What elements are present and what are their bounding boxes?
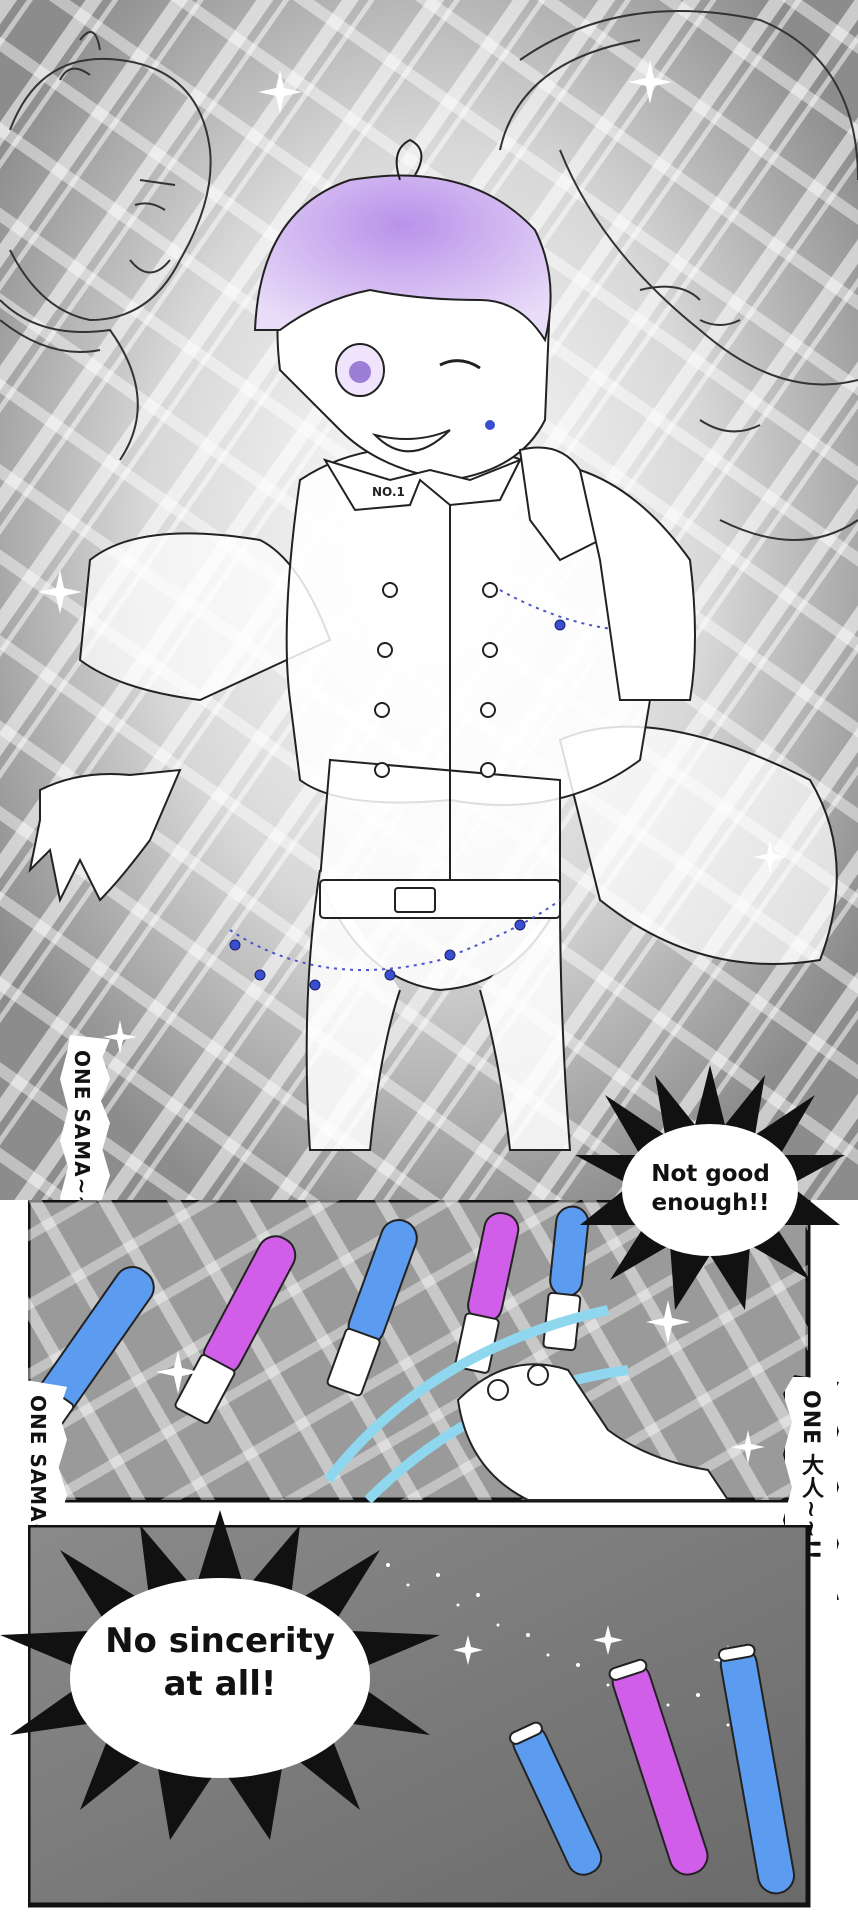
glowsticks-bottom — [508, 1643, 796, 1895]
sparkles — [38, 60, 787, 1054]
jacket-buttons — [374, 582, 498, 778]
hand-holding-sticks — [456, 1363, 730, 1501]
not-good-enough-text: Not good enough!! — [651, 1161, 770, 1216]
background-boy-left — [0, 31, 212, 461]
raised-hand — [518, 446, 696, 701]
background-boy-right — [499, 10, 858, 541]
id-tag: NO.1 — [372, 485, 405, 499]
character-head — [253, 138, 552, 482]
no-sincerity-text: No sincerity at all! — [105, 1621, 335, 1704]
no-sincerity-burst — [0, 1510, 440, 1840]
top-panel: NO.1 — [0, 0, 858, 1200]
cape — [78, 532, 838, 965]
not-good-burst — [575, 1065, 845, 1310]
glowsticks-fan — [28, 1205, 590, 1455]
collar — [322, 458, 523, 512]
sparkles-middle — [156, 1300, 765, 1464]
outstretched-hand — [28, 768, 182, 904]
